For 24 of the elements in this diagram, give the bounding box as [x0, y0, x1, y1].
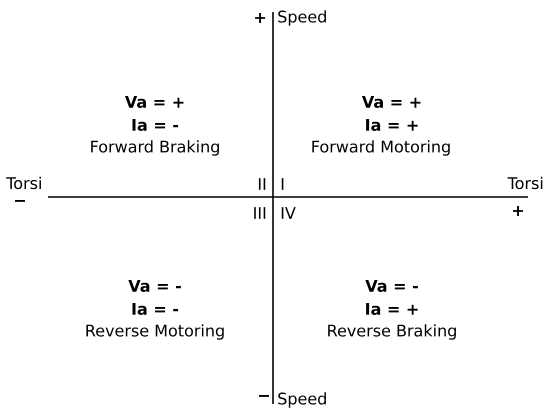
axis-sign: +: [255, 13, 266, 24]
current-sign: Ia = -: [132, 119, 178, 131]
quadrant-number: II: [258, 178, 266, 190]
voltage-sign: Va = -: [128, 280, 181, 292]
quadrant-number: I: [282, 178, 284, 190]
quadrant-number: IV: [282, 207, 296, 219]
current-sign: Ia = +: [366, 119, 418, 131]
axis-label: Speed: [278, 392, 326, 408]
voltage-sign: Va = +: [362, 96, 420, 108]
quadrant-label: Forward Motoring: [312, 140, 450, 156]
current-sign: Ia = +: [366, 303, 418, 315]
axis-sign: −: [15, 200, 26, 202]
axis-label: Torsi: [508, 176, 542, 190]
current-sign: Ia = -: [132, 303, 178, 315]
axis-label: Torsi: [6, 176, 41, 190]
voltage-sign: Va = -: [365, 280, 418, 292]
axis-sign: +: [512, 206, 523, 216]
quadrant-label: Forward Braking: [91, 140, 219, 156]
quadrant-number: III: [254, 207, 266, 219]
quadrant-label: Reverse Motoring: [86, 324, 224, 340]
axis-label: Speed: [278, 10, 326, 26]
quadrant-label: Reverse Braking: [328, 324, 456, 340]
axis-sign: −: [259, 395, 270, 397]
voltage-sign: Va = +: [124, 96, 184, 108]
